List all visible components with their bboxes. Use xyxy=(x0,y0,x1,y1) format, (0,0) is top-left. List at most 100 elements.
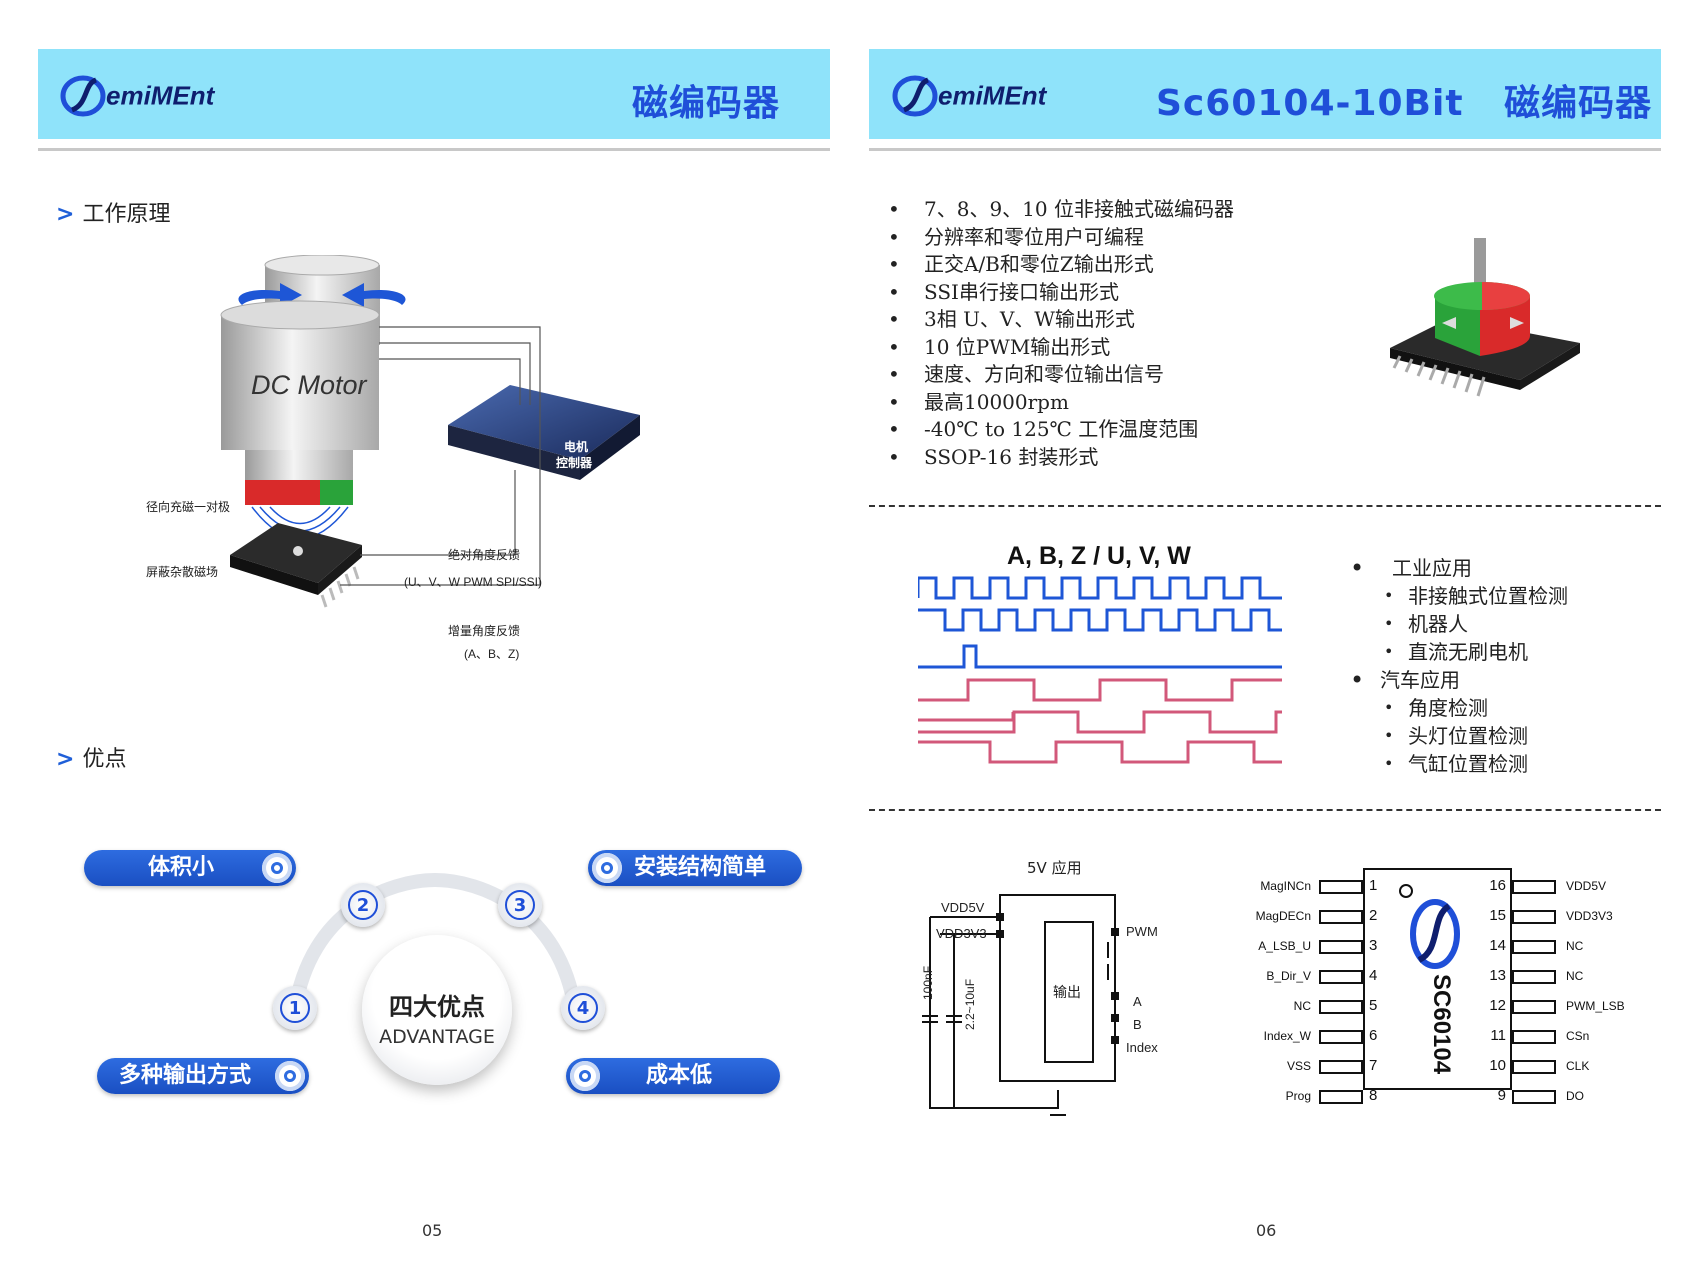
advantage-number-1: 1 xyxy=(273,986,317,1030)
advantage-pill-small-size: 体积小 xyxy=(84,850,296,886)
chevron-right-icon: > xyxy=(56,202,75,227)
shield-label: 屏蔽杂散磁场 xyxy=(146,565,219,579)
chip-pin-label: A_LSB_U xyxy=(1258,939,1311,953)
chip-pin-number: 7 xyxy=(1369,1057,1378,1074)
rotation-arrow-icon xyxy=(342,283,406,307)
chip-logo-icon xyxy=(1410,899,1460,969)
chip-pin-number: 1 xyxy=(1369,877,1378,894)
advantage-center-title: 四大优点 xyxy=(389,993,485,1021)
chip-pin-lead xyxy=(1512,1060,1556,1074)
chip-pin-lead xyxy=(1319,1060,1363,1074)
encoder-illustration xyxy=(1390,238,1580,397)
chip-pin-lead xyxy=(1512,940,1556,954)
chip-pin-number: 11 xyxy=(1490,1027,1506,1044)
app-item: 气缸位置检测 xyxy=(1350,750,1568,778)
circuit-schematic xyxy=(922,894,1119,1116)
inc-outputs-label: (A、B、Z) xyxy=(464,647,520,661)
left-header-divider xyxy=(38,148,830,151)
left-page-title: 磁编码器 xyxy=(632,83,781,124)
inc-feedback-label: 增量角度反馈 xyxy=(448,624,521,638)
app-item: 头灯位置检测 xyxy=(1350,722,1568,750)
section-advantages: >优点 xyxy=(56,741,126,773)
right-page-number: 06 xyxy=(1256,1221,1277,1240)
application-list: 工业应用 非接触式位置检测 机器人 直流无刷电机 汽车应用 角度检测 头灯位置检… xyxy=(1350,554,1568,778)
right-logo: emiMEnt xyxy=(892,74,1046,118)
circuit-cap2: 2.2~10uF xyxy=(963,978,977,1030)
advantage-pill-label: 体积小 xyxy=(148,855,215,880)
chip-pin-number: 4 xyxy=(1369,967,1378,984)
circuit-index: Index xyxy=(1126,1040,1158,1055)
chip-pin-lead xyxy=(1319,970,1363,984)
feature-item: 7、8、9、10 位非接触式磁编码器 xyxy=(888,196,1234,224)
circuit-vdd5v: VDD5V xyxy=(941,900,985,915)
advantage-arc xyxy=(288,872,582,1012)
waveform-z xyxy=(918,644,1282,669)
chip-pin-label: NC xyxy=(1293,999,1311,1013)
advantage-number-2: 2 xyxy=(341,883,385,927)
circuit-cap1: 100nF xyxy=(921,965,935,1000)
abs-feedback-label: 绝对角度反馈 xyxy=(448,548,521,562)
controller-label-2: 控制器 xyxy=(556,456,593,470)
circuit-title: 5V 应用 xyxy=(1027,859,1082,877)
right-page-title: Sc60104-10Bit 磁编码器 xyxy=(1156,83,1653,124)
advantage-pill-label: 安装结构简单 xyxy=(634,855,767,880)
chip-pin-label: Index_W xyxy=(1263,1029,1311,1043)
advantage-center: 四大优点 ADVANTAGE xyxy=(362,935,512,1085)
chip-pin-lead xyxy=(1319,940,1363,954)
chip-pin-label: CLK xyxy=(1566,1059,1590,1073)
controller-label-1: 电机 xyxy=(564,440,589,454)
feature-item: 最高10000rpm xyxy=(888,389,1234,417)
chip-name: SC60104 xyxy=(1428,974,1455,1075)
advantage-center-sub: ADVANTAGE xyxy=(379,1026,495,1048)
chip-pin-number: 12 xyxy=(1489,997,1506,1014)
target-icon xyxy=(262,853,292,883)
chip-pin-label: NC xyxy=(1566,939,1584,953)
right-header-bar xyxy=(869,49,1661,139)
waveform-b xyxy=(918,608,1282,632)
waveform-a xyxy=(918,576,1282,600)
chip-pin-number: 16 xyxy=(1489,877,1506,894)
chip-pin-lead xyxy=(1512,910,1556,924)
feature-item: 10 位PWM输出形式 xyxy=(888,334,1234,362)
logo-text: emiMEnt xyxy=(938,80,1047,111)
circuit-a: A xyxy=(1133,994,1142,1009)
chevron-right-icon: > xyxy=(56,747,75,772)
chip-pin-label: MagINCn xyxy=(1260,879,1311,893)
left-header-bar xyxy=(38,49,830,139)
chip-pin-number: 10 xyxy=(1489,1057,1506,1074)
feature-item: -40℃ to 125℃ 工作温度范围 xyxy=(888,416,1234,444)
chip-pin-number: 15 xyxy=(1489,907,1506,924)
pin1-marker xyxy=(1399,884,1413,898)
chip-pin-label: Prog xyxy=(1285,1089,1311,1103)
chip-pin-label: VDD5V xyxy=(1566,879,1607,893)
section-principle-label: 工作原理 xyxy=(82,202,171,227)
chip-pin-lead xyxy=(1512,970,1556,984)
chip-pin-lead xyxy=(1319,1000,1363,1014)
chip-pin-label: CSn xyxy=(1566,1029,1590,1043)
circuit-output: 输出 xyxy=(1053,985,1081,1001)
app-item: 直流无刷电机 xyxy=(1350,638,1568,666)
advantage-number-4: 4 xyxy=(561,986,605,1030)
waveform-v xyxy=(918,712,1015,722)
chip-pin-label: B_Dir_V xyxy=(1266,969,1311,983)
chip-pin-label: VSS xyxy=(1286,1059,1311,1073)
waveform-chart xyxy=(918,576,1282,764)
magnet-green xyxy=(320,480,353,505)
right-header-divider xyxy=(869,148,1661,151)
app-category-automotive: 汽车应用 xyxy=(1350,666,1568,694)
principle-diagram xyxy=(220,255,640,608)
chip-pin-lead xyxy=(1512,1030,1556,1044)
chip-pin-number: 3 xyxy=(1369,937,1378,954)
advantage-pill-low-cost: 成本低 xyxy=(566,1058,780,1094)
section-divider xyxy=(869,505,1661,507)
feature-item: 正交A/B和零位Z输出形式 xyxy=(888,251,1234,279)
app-item: 非接触式位置检测 xyxy=(1350,582,1568,610)
app-category-industrial: 工业应用 xyxy=(1350,554,1568,582)
app-item: 机器人 xyxy=(1350,610,1568,638)
chip-pin-lead xyxy=(1512,880,1556,894)
advantage-pill-multi-output: 多种输出方式 xyxy=(97,1058,309,1094)
chip-pin-label: DO xyxy=(1566,1089,1584,1103)
chip-pin-number: 13 xyxy=(1489,967,1506,984)
chip-pin-lead xyxy=(1319,910,1363,924)
feature-item: 速度、方向和零位输出信号 xyxy=(888,361,1234,389)
